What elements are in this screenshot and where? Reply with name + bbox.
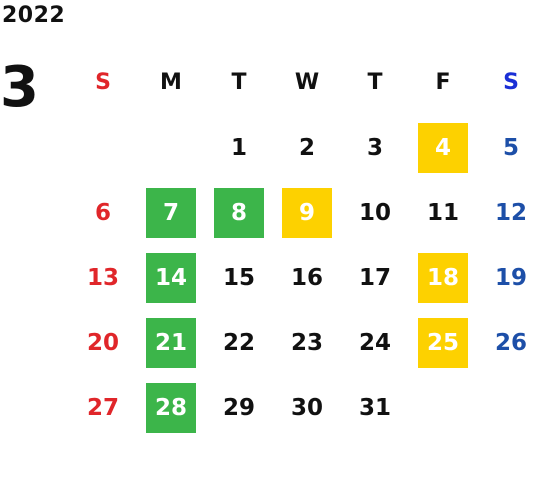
month-number: 3: [0, 55, 39, 120]
day-number: 10: [358, 199, 391, 226]
day-cell-22[interactable]: 22: [205, 310, 273, 375]
day-number: 4: [418, 122, 468, 173]
empty-cell: [69, 115, 137, 180]
weekday-header-mon: M: [160, 70, 182, 95]
day-cell-19[interactable]: 19: [477, 245, 545, 310]
day-cell-4[interactable]: 4: [409, 115, 477, 180]
day-cell-12[interactable]: 12: [477, 180, 545, 245]
day-number: 21: [146, 317, 196, 368]
day-number: 30: [290, 394, 323, 421]
day-cell-28[interactable]: 28: [137, 375, 205, 440]
day-number: 19: [494, 264, 527, 291]
day-cell-17[interactable]: 17: [341, 245, 409, 310]
day-cell-15[interactable]: 15: [205, 245, 273, 310]
day-number: 28: [146, 382, 196, 433]
day-number: 6: [94, 199, 111, 226]
day-cell-7[interactable]: 7: [137, 180, 205, 245]
day-number: 13: [86, 264, 119, 291]
day-number: 11: [426, 199, 459, 226]
day-number: 7: [146, 187, 196, 238]
day-cell-30[interactable]: 30: [273, 375, 341, 440]
year-label: 2022: [2, 3, 66, 28]
day-cell-13[interactable]: 13: [69, 245, 137, 310]
day-number: 1: [230, 134, 247, 161]
day-number: 24: [358, 329, 391, 356]
day-cell-2[interactable]: 2: [273, 115, 341, 180]
day-cell-18[interactable]: 18: [409, 245, 477, 310]
day-number: 15: [222, 264, 255, 291]
day-number: 20: [86, 329, 119, 356]
day-number: 31: [358, 394, 391, 421]
day-cell-29[interactable]: 29: [205, 375, 273, 440]
weekday-header-sat: S: [503, 70, 519, 95]
day-cell-24[interactable]: 24: [341, 310, 409, 375]
weekday-header-thu: T: [367, 70, 383, 95]
day-cell-3[interactable]: 3: [341, 115, 409, 180]
day-number: 17: [358, 264, 391, 291]
day-cell-27[interactable]: 27: [69, 375, 137, 440]
weekday-header-tue: T: [231, 70, 247, 95]
weekday-header-fri: F: [435, 70, 451, 95]
weekday-header-wed: W: [294, 70, 320, 95]
day-number: 3: [366, 134, 383, 161]
day-number: 12: [494, 199, 527, 226]
day-number: 27: [86, 394, 119, 421]
day-cell-11[interactable]: 11: [409, 180, 477, 245]
day-cell-16[interactable]: 16: [273, 245, 341, 310]
day-number: 2: [298, 134, 315, 161]
day-number: 25: [418, 317, 468, 368]
day-cell-6[interactable]: 6: [69, 180, 137, 245]
day-cell-26[interactable]: 26: [477, 310, 545, 375]
day-number: 29: [222, 394, 255, 421]
day-cell-23[interactable]: 23: [273, 310, 341, 375]
day-number: 14: [146, 252, 196, 303]
day-number: 23: [290, 329, 323, 356]
day-cell-1[interactable]: 1: [205, 115, 273, 180]
day-number: 18: [418, 252, 468, 303]
day-cell-5[interactable]: 5: [477, 115, 545, 180]
day-number: 9: [282, 187, 332, 238]
day-cell-31[interactable]: 31: [341, 375, 409, 440]
day-cell-25[interactable]: 25: [409, 310, 477, 375]
day-cell-20[interactable]: 20: [69, 310, 137, 375]
empty-cell: [137, 115, 205, 180]
day-cell-14[interactable]: 14: [137, 245, 205, 310]
day-number: 22: [222, 329, 255, 356]
weekday-header-sun: S: [95, 70, 111, 95]
day-number: 26: [494, 329, 527, 356]
day-number: 5: [502, 134, 519, 161]
day-cell-9[interactable]: 9: [273, 180, 341, 245]
day-number: 16: [290, 264, 323, 291]
day-cell-10[interactable]: 10: [341, 180, 409, 245]
day-cell-21[interactable]: 21: [137, 310, 205, 375]
day-number: 8: [214, 187, 264, 238]
day-cell-8[interactable]: 8: [205, 180, 273, 245]
